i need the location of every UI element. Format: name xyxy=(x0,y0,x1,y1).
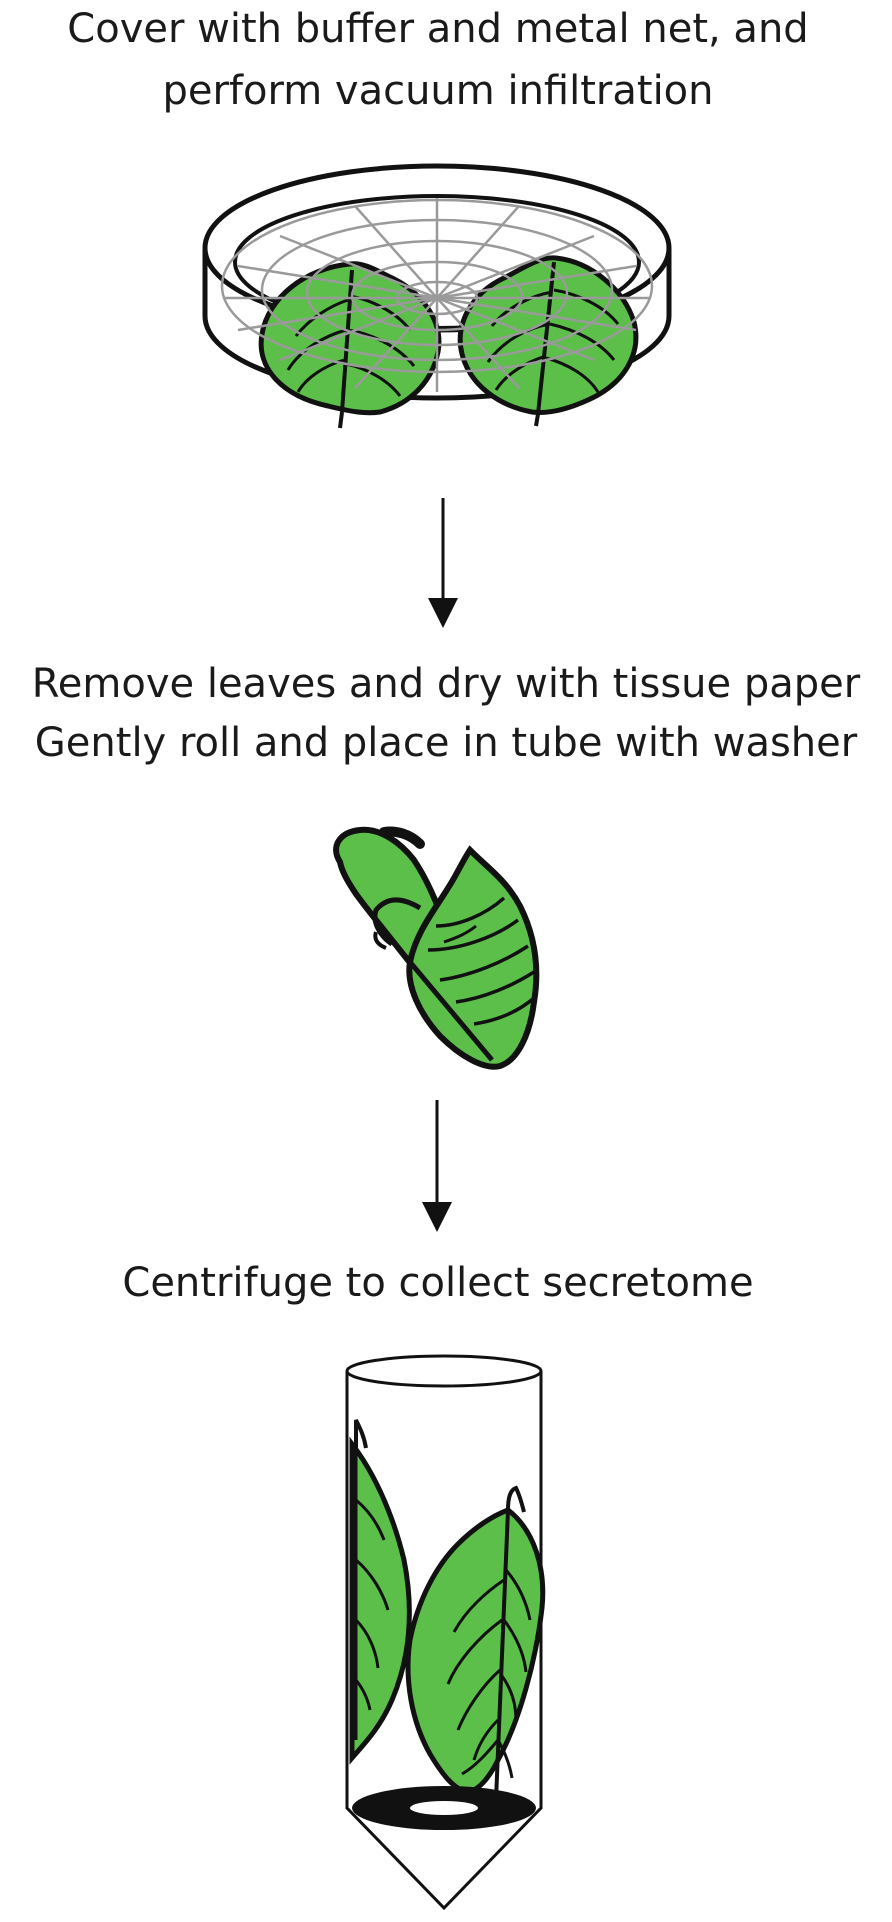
tube-opening xyxy=(345,1354,543,1388)
rolled-leaf-illustration xyxy=(333,826,540,1070)
step2-text-line2: Gently roll and place in tube with washe… xyxy=(35,720,858,766)
step3-text: Centrifuge to collect secretome xyxy=(122,1260,753,1306)
tube-leaf-right xyxy=(405,1485,546,1801)
centrifuge-tube-illustration xyxy=(345,1354,546,1911)
metal-net xyxy=(220,198,654,392)
washer xyxy=(352,1786,536,1830)
tube-leaf-left xyxy=(349,1419,412,1765)
step1-text-line1: Cover with buffer and metal net, and xyxy=(67,6,808,52)
step1-text-line2: perform vacuum infiltration xyxy=(162,68,713,114)
arrow-down-icon xyxy=(422,1100,452,1232)
step2-text-line1: Remove leaves and dry with tissue paper xyxy=(32,661,861,707)
arrow-down-icon xyxy=(428,498,458,628)
petri-dish-illustration xyxy=(202,163,672,429)
